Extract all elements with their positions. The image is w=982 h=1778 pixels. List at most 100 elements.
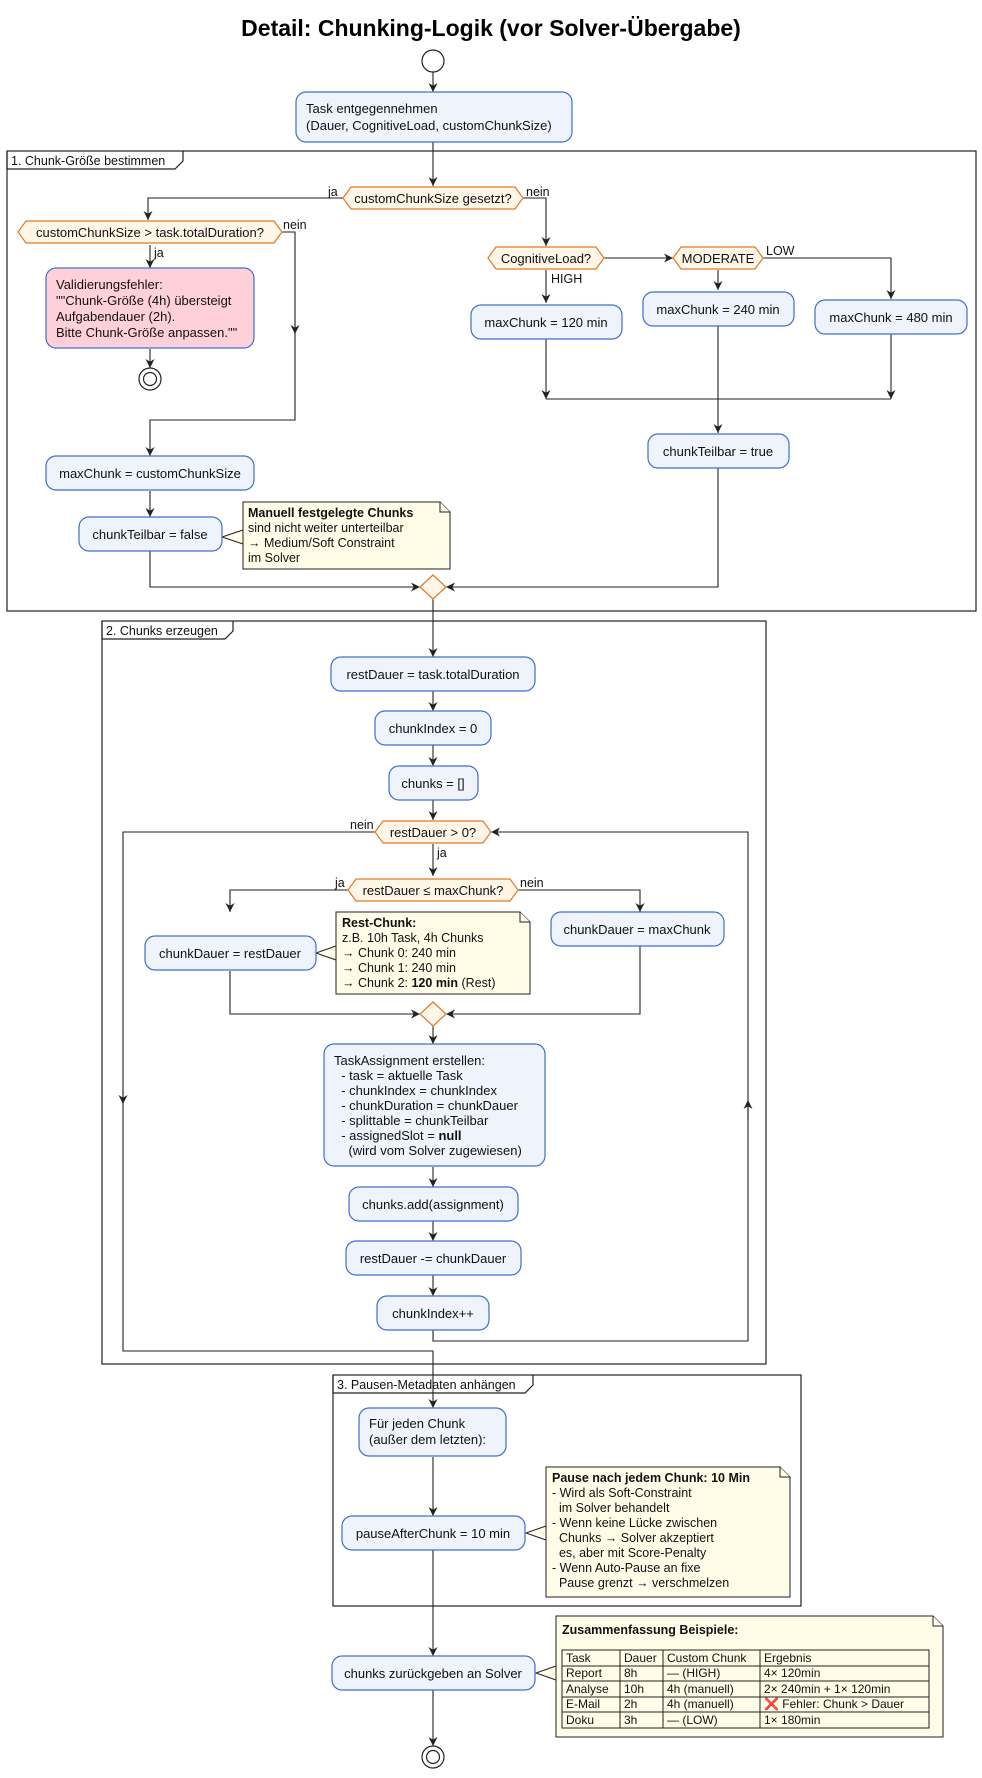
node-chunks-init: chunks = [] — [388, 765, 479, 801]
node-index-init: chunkIndex = 0 — [374, 710, 492, 746]
summary-cell: 2h — [624, 1697, 637, 1711]
summary-table: Task Dauer Custom Chunk Ergebnis Report … — [561, 1649, 930, 1729]
node-task-assignment-line5: - splittable = chunkTeilbar — [341, 1113, 489, 1128]
label-nein-rest-gt0: nein — [350, 818, 374, 832]
label-nein-custom-gt: nein — [283, 218, 307, 232]
node-receive-task: Task entgegennehmen (Dauer, CognitiveLoa… — [295, 91, 573, 143]
label-ja-rest-gt0: ja — [436, 846, 447, 860]
summary-cell: Doku — [566, 1713, 594, 1727]
svg-text:- chunkDuration = chunkDauer: - chunkDuration = chunkDauer — [334, 1098, 519, 1113]
label-ja-custom-set: ja — [327, 185, 338, 199]
decision-rest-gt-zero: restDauer > 0? — [374, 820, 492, 844]
decision-custom-set: customChunkSize gesetzt? — [342, 186, 524, 210]
label-nein-custom-set: nein — [526, 185, 550, 199]
node-each-chunk-line2: (außer dem letzten): — [369, 1432, 486, 1447]
summary-cell: E-Mail — [566, 1697, 600, 1711]
node-max-custom: maxChunk = customChunkSize — [45, 455, 255, 491]
decision-rest-le-max-label: restDauer ≤ maxChunk? — [363, 883, 504, 898]
decision-cognitive-load-label: CognitiveLoad? — [501, 251, 591, 266]
svg-text:- splittable = chunkTeilbar: - splittable = chunkTeilbar — [334, 1113, 489, 1128]
frame-create-chunks-label: 2. Chunks erzeugen — [106, 624, 218, 638]
node-task-assignment-line1: TaskAssignment erstellen: — [334, 1053, 485, 1068]
summary-cell: 2× 240min + 1× 120min — [764, 1682, 890, 1696]
node-each-chunk: Für jeden Chunk (außer dem letzten): — [358, 1407, 507, 1457]
node-validation-error-line2: ""Chunk-Größe (4h) übersteigt — [56, 293, 232, 308]
node-task-assignment-line4: - chunkDuration = chunkDauer — [341, 1098, 518, 1113]
node-each-chunk-line1: Für jeden Chunk — [369, 1416, 466, 1431]
frame-create-chunks: 2. Chunks erzeugen — [101, 620, 767, 1365]
node-index-inc: chunkIndex++ — [376, 1295, 490, 1331]
note-rest-chunk-title: Rest-Chunk: — [342, 916, 416, 930]
node-index-init-label: chunkIndex = 0 — [389, 721, 478, 736]
note-manual-chunks-line3: im Solver — [248, 551, 300, 565]
summary-header-custom: Custom Chunk — [667, 1651, 747, 1665]
node-teilbar-true-label: chunkTeilbar = true — [663, 444, 773, 459]
node-max-custom-label: maxChunk = customChunkSize — [59, 466, 241, 481]
decision-moderate-label: MODERATE — [682, 251, 755, 266]
decision-moderate: MODERATE — [672, 246, 764, 270]
frame-chunk-size-label: 1. Chunk-Größe bestimmen — [11, 154, 165, 168]
node-dauer-rest: chunkDauer = restDauer — [144, 935, 317, 971]
node-validation-error-line4: Bitte Chunk-Größe anpassen."" — [56, 325, 238, 340]
note-pause-line3: - Wenn keine Lücke zwischen — [552, 1516, 717, 1530]
start-node — [421, 49, 445, 73]
end-node-error — [138, 367, 162, 391]
merge-diamond-section2 — [419, 1001, 447, 1027]
node-max-480: maxChunk = 480 min — [814, 299, 968, 335]
note-summary-title: Zusammenfassung Beispiele: — [562, 1623, 738, 1637]
node-receive-task-line2: (Dauer, CognitiveLoad, customChunkSize) — [306, 118, 552, 133]
summary-header-task: Task — [566, 1651, 592, 1665]
node-validation-error: Validierungsfehler: ""Chunk-Größe (4h) ü… — [45, 267, 255, 349]
node-validation-error-line3: Aufgabendauer (2h). — [56, 309, 175, 324]
summary-cell: — (LOW) — [667, 1713, 718, 1727]
node-max-120: maxChunk = 120 min — [470, 304, 623, 340]
node-teilbar-false-label: chunkTeilbar = false — [92, 527, 207, 542]
note-pause-line1: - Wird als Soft-Constraint — [552, 1486, 692, 1500]
node-chunks-add: chunks.add(assignment) — [348, 1186, 519, 1222]
edges — [118, 72, 896, 1746]
node-dauer-rest-label: chunkDauer = restDauer — [159, 946, 302, 961]
node-return-chunks: chunks zurückgeben an Solver — [331, 1655, 536, 1691]
frame-pause-metadata: 3. Pausen-Metadaten anhängen — [332, 1374, 802, 1607]
note-pause-line5: es, aber mit Score-Penalty — [552, 1546, 707, 1560]
node-pause-after-chunk: pauseAfterChunk = 10 min — [341, 1515, 526, 1551]
note-pause-title: Pause nach jedem Chunk: 10 Min — [552, 1471, 750, 1485]
svg-text:- chunkIndex = chunkIndex: - chunkIndex = chunkIndex — [334, 1083, 497, 1098]
summary-cell-error: ❌ Fehler: Chunk > Dauer — [764, 1697, 904, 1711]
note-manual-chunks: Manuell festgelegte Chunks sind nicht we… — [242, 501, 451, 570]
node-task-assignment: TaskAssignment erstellen: - task = aktue… — [323, 1043, 546, 1167]
decision-cognitive-load: CognitiveLoad? — [487, 246, 605, 270]
label-high: HIGH — [551, 272, 582, 286]
label-ja-rest-le-max: ja — [334, 876, 345, 890]
diagram-title: Detail: Chunking-Logik (vor Solver-Überg… — [241, 15, 741, 41]
node-rest-minus: restDauer -= chunkDauer — [345, 1240, 522, 1276]
note-rest-chunk-line3: → Chunk 1: 240 min — [342, 961, 456, 975]
summary-header-dauer: Dauer — [624, 1651, 657, 1665]
label-nein-rest-le-max: nein — [520, 876, 544, 890]
node-teilbar-true: chunkTeilbar = true — [647, 433, 790, 469]
node-max-480-label: maxChunk = 480 min — [829, 310, 952, 325]
node-pause-after-chunk-label: pauseAfterChunk = 10 min — [356, 1526, 510, 1541]
node-rest-init-label: restDauer = task.totalDuration — [346, 667, 519, 682]
decision-rest-gt-zero-label: restDauer > 0? — [390, 825, 476, 840]
note-pause-line4: Chunks → Solver akzeptiert — [552, 1531, 714, 1545]
svg-text:(wird vom Solver zugewiesen): (wird vom Solver zugewiesen) — [334, 1143, 522, 1158]
summary-cell: 4h (manuell) — [667, 1697, 734, 1711]
summary-cell: 4h (manuell) — [667, 1682, 734, 1696]
note-rest-chunk-line2: → Chunk 0: 240 min — [342, 946, 456, 960]
node-max-240: maxChunk = 240 min — [642, 291, 795, 327]
node-teilbar-false: chunkTeilbar = false — [78, 516, 223, 552]
note-pause-line2: im Solver behandelt — [552, 1501, 670, 1515]
end-node-final — [421, 1745, 445, 1769]
node-validation-error-line1: Validierungsfehler: — [56, 277, 163, 292]
note-summary: Zusammenfassung Beispiele: Task Dauer Cu… — [555, 1615, 944, 1738]
node-max-240-label: maxChunk = 240 min — [656, 302, 779, 317]
summary-cell: 3h — [624, 1713, 637, 1727]
node-rest-init: restDauer = task.totalDuration — [330, 656, 536, 692]
svg-text:- task = aktuelle Task: - task = aktuelle Task — [334, 1068, 463, 1083]
merge-diamond-section1 — [419, 574, 447, 600]
node-receive-task-line1: Task entgegennehmen — [306, 101, 438, 116]
note-manual-chunks-title: Manuell festgelegte Chunks — [248, 506, 413, 520]
decision-custom-set-label: customChunkSize gesetzt? — [354, 191, 512, 206]
